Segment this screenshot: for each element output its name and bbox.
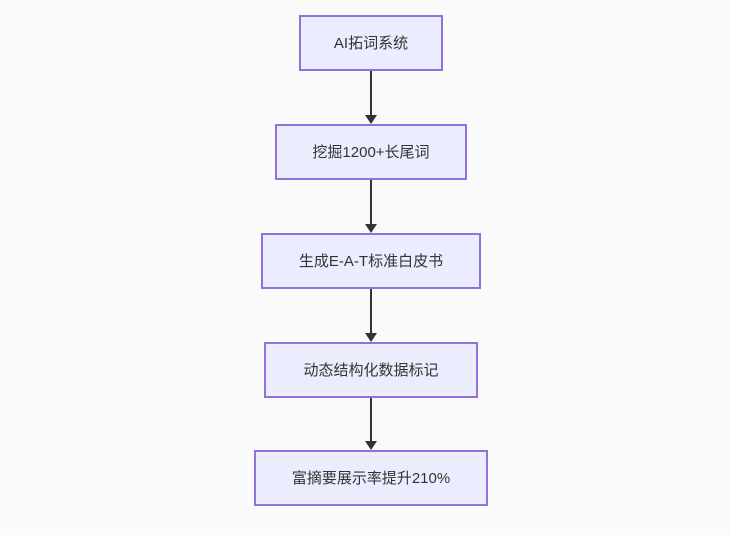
flow-edge-1 — [365, 71, 377, 124]
arrow-line — [370, 180, 372, 224]
flow-node-eat-whitepaper: 生成E-A-T标准白皮书 — [261, 233, 481, 289]
arrow-line — [370, 71, 372, 115]
arrow-line — [370, 398, 372, 441]
arrowhead-down-icon — [365, 224, 377, 233]
arrow-line — [370, 289, 372, 333]
arrowhead-down-icon — [365, 115, 377, 124]
flow-node-label: 动态结构化数据标记 — [303, 361, 439, 379]
arrowhead-down-icon — [365, 333, 377, 342]
flow-node-longtail-mining: 挖掘1200+长尾词 — [275, 124, 467, 180]
arrowhead-down-icon — [365, 441, 377, 450]
flow-edge-4 — [365, 398, 377, 450]
flow-node-ai-keyword-system: AI拓词系统 — [299, 15, 443, 71]
flow-node-label: AI拓词系统 — [333, 34, 409, 52]
flow-node-label: 挖掘1200+长尾词 — [312, 143, 430, 161]
flow-node-label: 生成E-A-T标准白皮书 — [298, 252, 444, 270]
flow-node-rich-snippet-result: 富摘要展示率提升210% — [254, 450, 488, 506]
flow-node-structured-data-markup: 动态结构化数据标记 — [264, 342, 478, 398]
flow-node-label: 富摘要展示率提升210% — [291, 469, 451, 487]
flow-edge-3 — [365, 289, 377, 342]
flow-edge-2 — [365, 180, 377, 233]
